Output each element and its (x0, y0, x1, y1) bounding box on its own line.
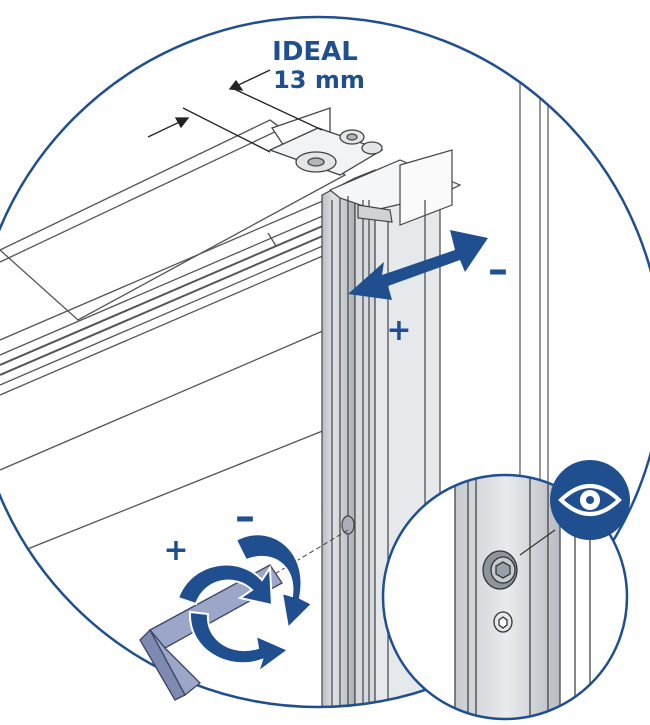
profile-plus-sign: + (386, 313, 411, 348)
detail-screw (482, 550, 518, 633)
magnifier-circle (0, 15, 650, 709)
dimension-label-ideal: IDEAL (272, 37, 358, 67)
top-rail (268, 107, 384, 176)
rotation-minus-sign: – (235, 494, 255, 540)
glass-edge (0, 224, 326, 376)
dimension-label-value: 13 mm (273, 66, 365, 94)
profile-adjust-arrow (348, 230, 488, 300)
glass-panel-track (0, 119, 347, 561)
rotation-arrow (176, 533, 314, 675)
rotation-plus-sign: + (163, 533, 188, 568)
detail-view (381, 473, 629, 721)
profile-minus-sign: – (488, 247, 508, 293)
eye-icon (550, 460, 630, 540)
wall-frame (519, 80, 549, 500)
dimension-marker (147, 69, 323, 153)
